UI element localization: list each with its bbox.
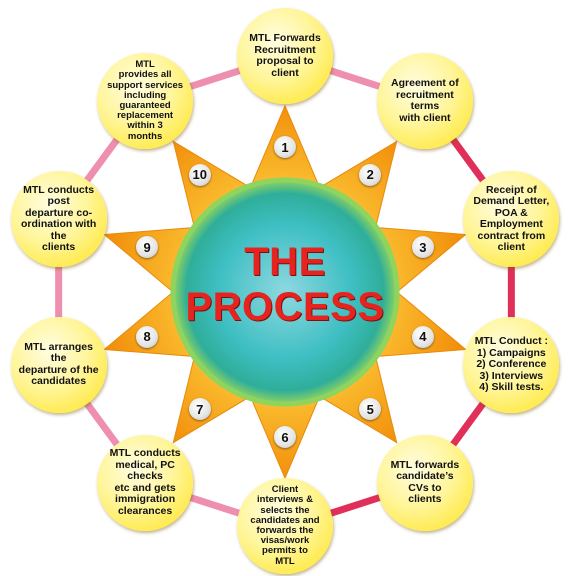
step-text-7: MTL conducts medical, PC checks etc and … — [109, 447, 181, 517]
step-text-1: MTL Forwards Recruitment proposal to cli… — [249, 32, 321, 79]
step-circle-8: MTL arranges the departure of the candid… — [10, 316, 107, 413]
title-process: PROCESS — [185, 285, 385, 329]
step-text-2: Agreement of recruitment terms with clie… — [391, 77, 459, 124]
center-circle — [170, 177, 400, 407]
step-text-8: MTL arranges the departure of the candid… — [18, 340, 99, 388]
step-circle-6: Client interviews & selects the candidat… — [237, 478, 333, 574]
step-number-8: 8 — [136, 325, 159, 348]
step-number-4: 4 — [411, 325, 434, 348]
step-text-10: MTL provides all support services includ… — [107, 59, 184, 142]
step-text-3: Receipt of Demand Letter, POA & Employme… — [473, 183, 550, 254]
step-circle-1: MTL Forwards Recruitment proposal to cli… — [237, 8, 333, 104]
step-number-2: 2 — [359, 163, 382, 186]
step-number-1: 1 — [274, 136, 296, 158]
step-text-6: Client interviews & selects the candidat… — [250, 484, 320, 567]
step-text-9: MTL conducts post departure co- ordinati… — [21, 183, 97, 254]
title-the: THE — [244, 240, 326, 284]
step-number-6: 6 — [274, 426, 296, 448]
step-number-10: 10 — [188, 163, 211, 186]
step-circle-4: MTL Conduct : 1) Campaigns 2) Conference… — [463, 316, 560, 413]
step-number-3: 3 — [411, 236, 434, 259]
step-circle-10: MTL provides all support services includ… — [97, 53, 194, 150]
step-number-9: 9 — [136, 236, 159, 259]
step-circle-2: Agreement of recruitment terms with clie… — [376, 53, 473, 150]
step-text-5: MTL forwards candidate’s CVs to clients — [390, 458, 460, 506]
step-circle-9: MTL conducts post departure co- ordinati… — [10, 171, 107, 268]
step-circle-3: Receipt of Demand Letter, POA & Employme… — [463, 171, 560, 268]
step-text-4: MTL Conduct : 1) Campaigns 2) Conference… — [474, 335, 548, 394]
step-circle-5: MTL forwards candidate’s CVs to clients — [376, 434, 473, 531]
step-circle-7: MTL conducts medical, PC checks etc and … — [97, 434, 194, 531]
step-number-5: 5 — [359, 398, 382, 421]
step-number-7: 7 — [188, 398, 211, 421]
